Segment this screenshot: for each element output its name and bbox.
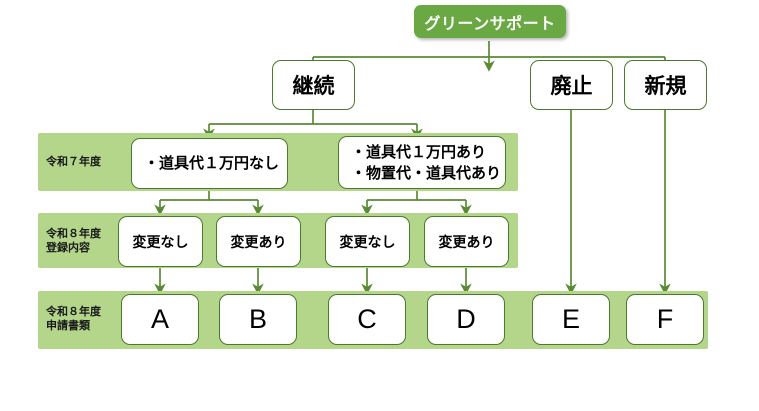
row-label-reiwa7: 令和７年度: [46, 156, 101, 168]
node-no-change-2[interactable]: 変更なし: [325, 216, 410, 267]
node-continue[interactable]: 継続: [272, 60, 355, 110]
node-doc-d[interactable]: D: [427, 294, 505, 345]
node-tool-fee-yes[interactable]: ・道具代１万円あり ・物置代・道具代あり: [338, 136, 506, 189]
node-change-1[interactable]: 変更あり: [216, 216, 301, 267]
node-tool-fee-none[interactable]: ・道具代１万円なし: [131, 138, 288, 189]
node-green-support[interactable]: グリーンサポート: [414, 5, 566, 38]
node-discontinue[interactable]: 廃止: [530, 60, 613, 110]
node-doc-e[interactable]: E: [532, 294, 610, 345]
node-doc-a[interactable]: A: [121, 294, 199, 345]
node-no-change-1[interactable]: 変更なし: [118, 216, 203, 267]
row-label-reiwa8-documents: 令和８年度 申請書類: [46, 306, 101, 332]
row-label-reiwa8-registration: 令和８年度 登録内容: [46, 228, 101, 254]
node-new[interactable]: 新規: [624, 60, 707, 110]
node-doc-f[interactable]: F: [626, 294, 704, 345]
node-change-2[interactable]: 変更あり: [424, 216, 509, 267]
node-doc-c[interactable]: C: [328, 294, 406, 345]
node-doc-b[interactable]: B: [219, 294, 297, 345]
